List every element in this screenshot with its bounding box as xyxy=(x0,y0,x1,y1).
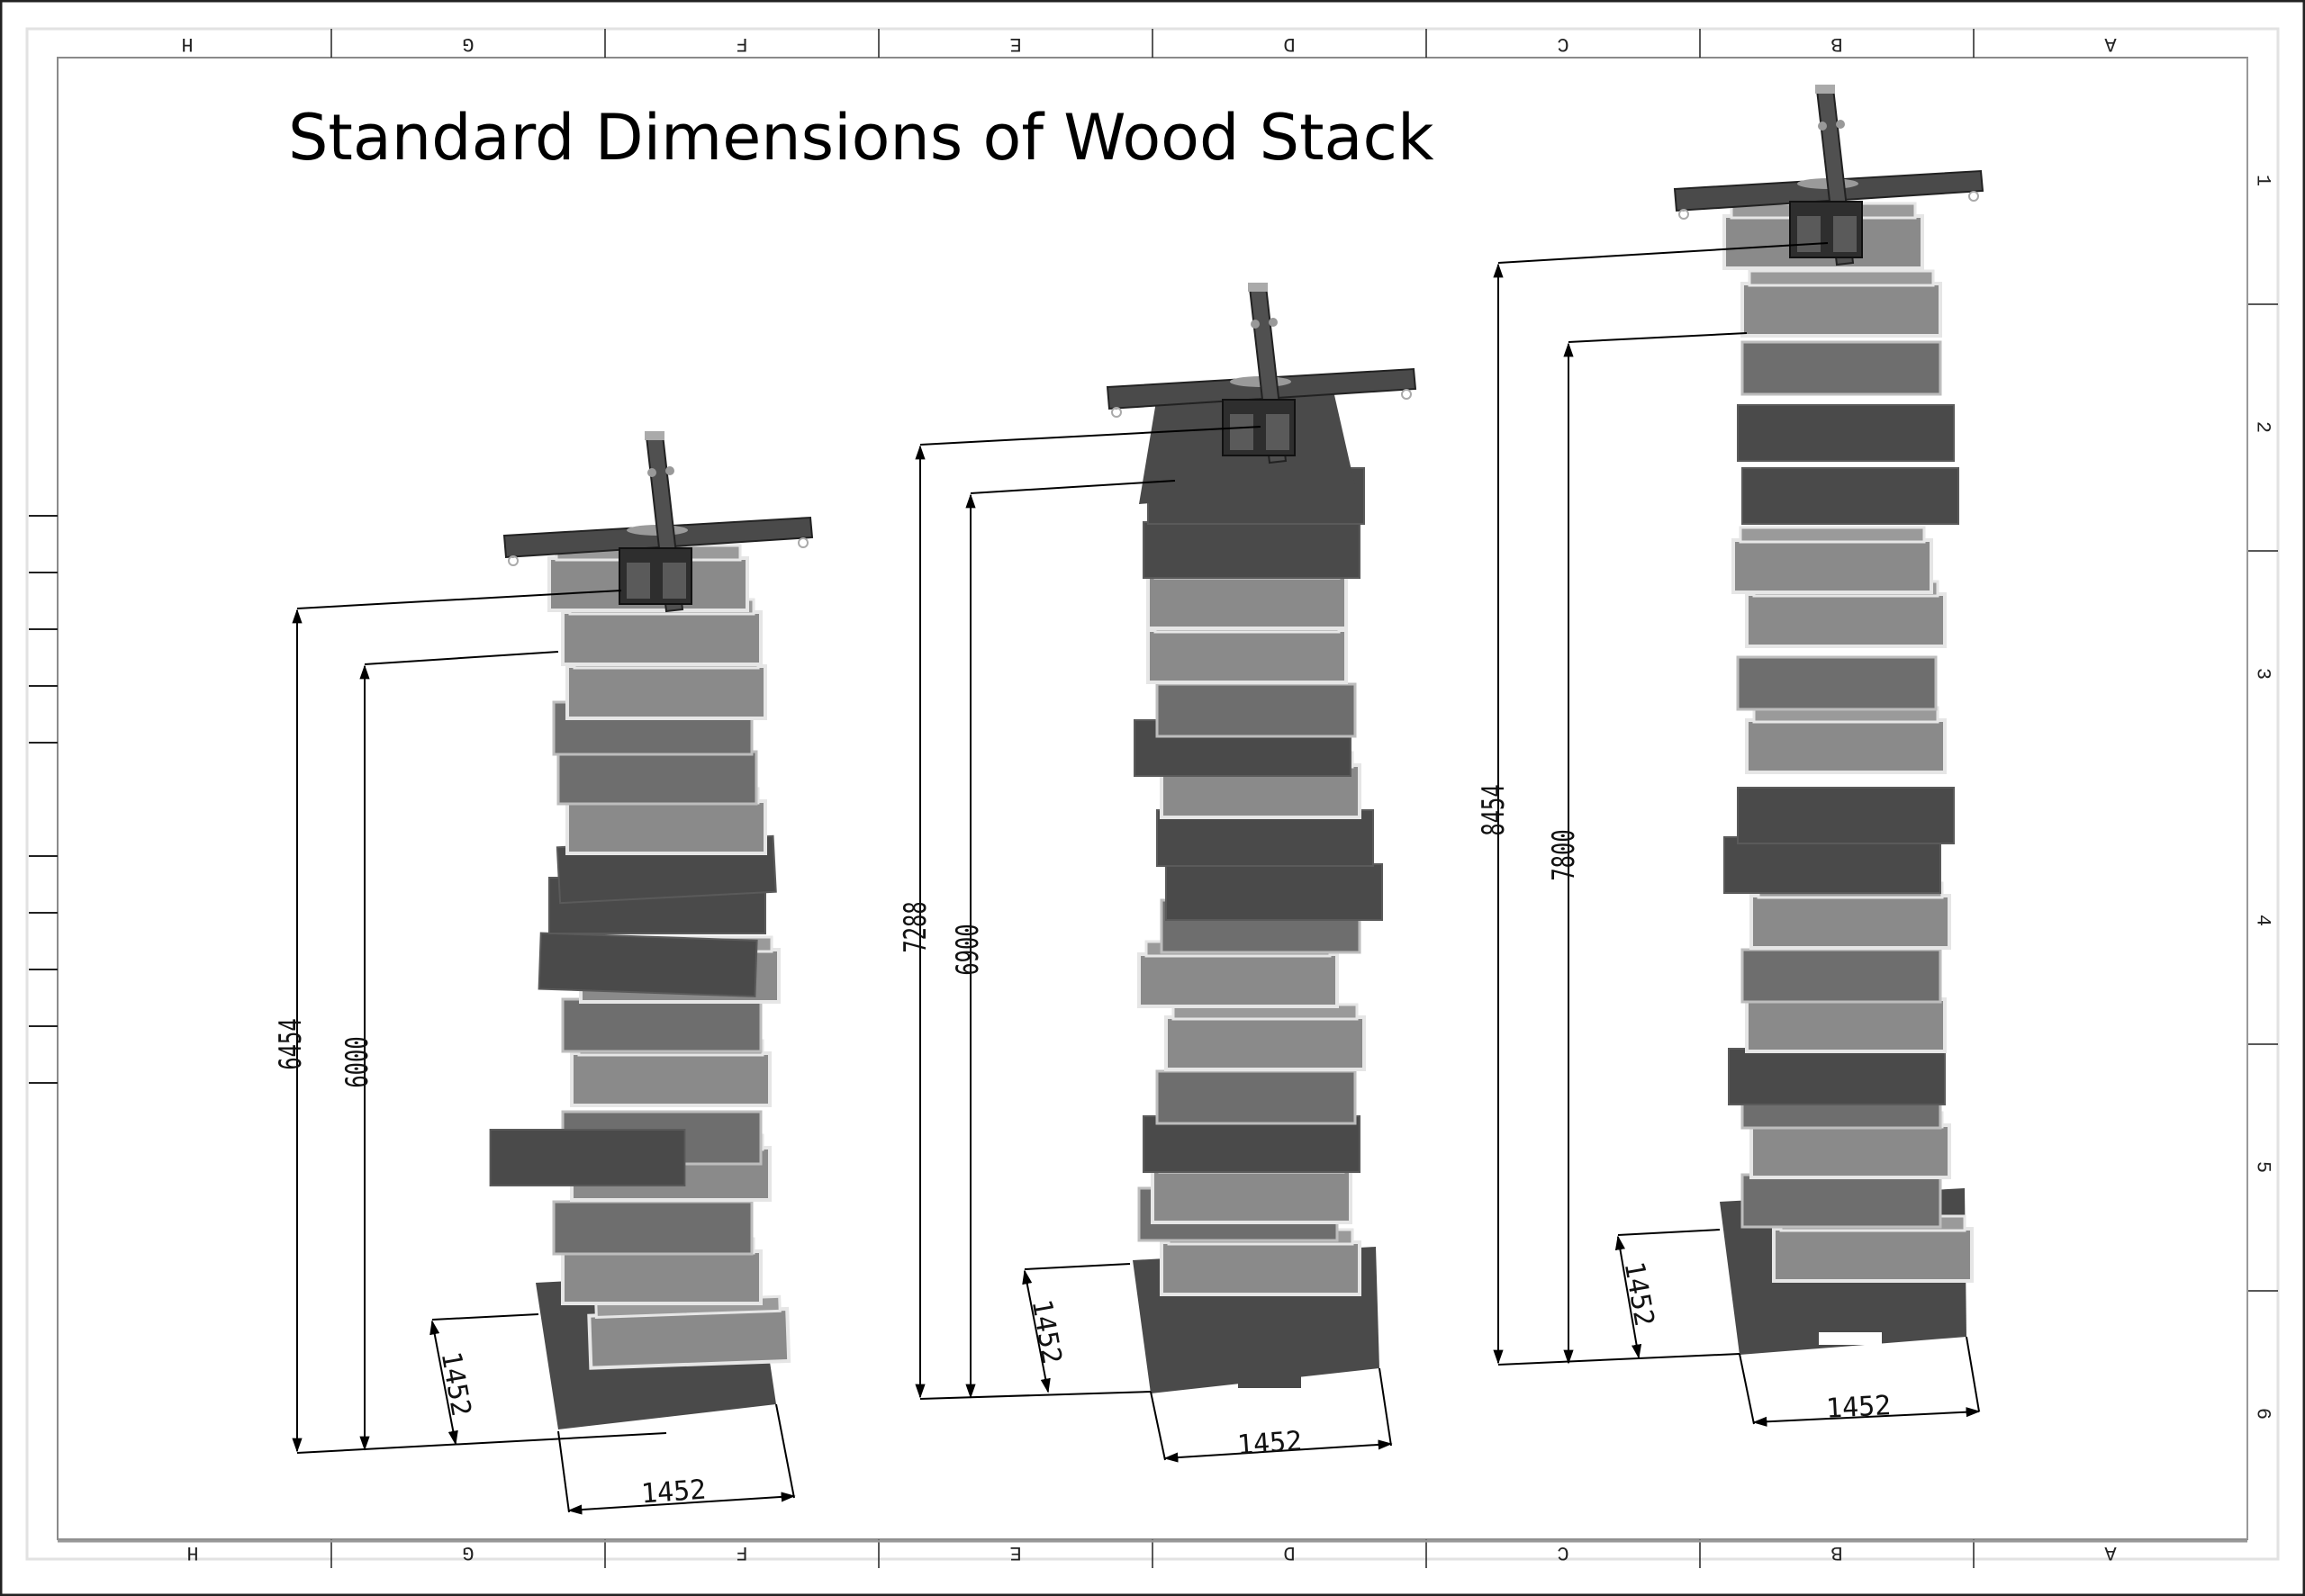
zone-label-bottom-e: E xyxy=(1009,1541,1022,1564)
zone-label-right-3: 3 xyxy=(2251,667,2274,681)
zone-label-top-e: E xyxy=(1009,32,1022,55)
dim-stack-3-overall-height: 8454 xyxy=(1475,784,1512,836)
zone-label-right-4: 4 xyxy=(2251,914,2274,927)
bottom-zone-dividers xyxy=(330,1539,1975,1568)
dim-stack-2-base-width: 1452 xyxy=(1235,1425,1304,1462)
zone-label-right-2: 2 xyxy=(2251,420,2274,434)
dim-stack-3-stack-height: 7800 xyxy=(1545,829,1582,881)
top-zone-dividers xyxy=(330,29,1975,58)
dim-stack-1-overall-height: 6454 xyxy=(272,1018,309,1070)
dim-stack-1-base-width: 1452 xyxy=(639,1474,708,1510)
zone-label-bottom-a: A xyxy=(2104,1541,2117,1564)
dim-stack-1-stack-height: 6000 xyxy=(339,1036,375,1088)
dim-stack-3-base-width: 1452 xyxy=(1825,1390,1893,1425)
dim-stack-2-overall-height: 7288 xyxy=(897,901,934,953)
zone-label-right-5: 5 xyxy=(2251,1160,2274,1174)
drawing-title: Standard Dimensions of Wood Stack xyxy=(288,101,1434,175)
zone-label-top-a: A xyxy=(2104,32,2117,55)
zone-label-bottom-c: C xyxy=(1557,1541,1569,1564)
wood-stack-2 xyxy=(1107,282,1416,1393)
right-zone-dividers xyxy=(2247,303,2278,1292)
zone-label-right-1: 1 xyxy=(2251,174,2274,187)
zone-label-top-h: H xyxy=(181,32,194,55)
dimension-lines xyxy=(292,242,1981,1515)
zone-label-right-6: 6 xyxy=(2251,1407,2274,1420)
wood-stack-1 xyxy=(489,430,813,1433)
zone-label-bottom-g: G xyxy=(462,1541,475,1564)
zone-label-bottom-d: D xyxy=(1283,1541,1296,1564)
zone-label-bottom-b: B xyxy=(1830,1541,1843,1564)
left-scale-ticks xyxy=(29,515,58,1084)
zone-label-bottom-f: F xyxy=(736,1541,748,1564)
zone-label-top-d: D xyxy=(1283,32,1296,55)
zone-label-top-b: B xyxy=(1830,32,1843,55)
zone-label-top-g: G xyxy=(462,32,475,55)
zone-label-bottom-h: H xyxy=(186,1541,199,1564)
wood-stack-3 xyxy=(1674,84,1984,1355)
zone-label-top-c: C xyxy=(1557,32,1569,55)
zone-label-top-f: F xyxy=(736,32,748,55)
dim-stack-2-stack-height: 6900 xyxy=(949,924,986,976)
